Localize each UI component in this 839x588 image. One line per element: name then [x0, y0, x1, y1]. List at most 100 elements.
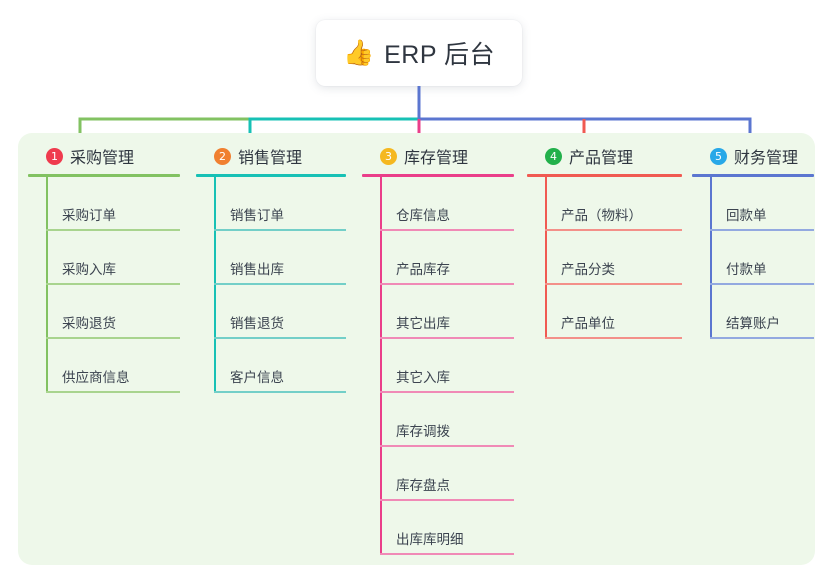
- column-badge-2: 2: [214, 147, 231, 165]
- leaf-item-label: 销售出库: [230, 262, 284, 277]
- leaf-item[interactable]: 客户信息: [214, 339, 346, 393]
- column-title-2: 销售管理: [238, 150, 303, 167]
- leaf-item-label: 结算账户: [726, 316, 780, 331]
- column-header-2[interactable]: 2 销售管理: [196, 143, 346, 169]
- leaf-item-rule: [545, 229, 682, 231]
- column-5: 5 财务管理回款单付款单结算账户: [692, 143, 814, 339]
- column-title-3: 库存管理: [404, 150, 469, 167]
- column-title-5: 财务管理: [734, 150, 799, 167]
- leaf-item-label: 采购退货: [62, 316, 116, 331]
- leaf-item-label: 仓库信息: [396, 208, 450, 223]
- leaf-spine-4: [545, 177, 547, 339]
- leaf-item[interactable]: 销售出库: [214, 231, 346, 285]
- leaf-item-rule: [380, 229, 514, 231]
- column-3: 3 库存管理仓库信息产品库存其它出库其它入库库存调拨库存盘点出库库明细: [362, 143, 514, 555]
- leaf-list-1: 采购订单采购入库采购退货供应商信息: [28, 177, 180, 393]
- leaf-item-rule: [214, 337, 346, 339]
- leaf-item-rule: [380, 337, 514, 339]
- column-header-4[interactable]: 4 产品管理: [527, 143, 682, 169]
- leaf-item[interactable]: 产品分类: [545, 231, 682, 285]
- leaf-item-rule: [380, 553, 514, 555]
- leaf-item-label: 产品单位: [561, 316, 615, 331]
- leaf-list-5: 回款单付款单结算账户: [692, 177, 814, 339]
- leaf-item-label: 采购订单: [62, 208, 116, 223]
- leaf-item-rule: [710, 229, 814, 231]
- leaf-item[interactable]: 付款单: [710, 231, 814, 285]
- leaf-item-rule: [545, 337, 682, 339]
- leaf-item[interactable]: 库存盘点: [380, 447, 514, 501]
- leaf-spine-1: [46, 177, 48, 393]
- column-rule-2: [196, 174, 346, 177]
- column-header-3[interactable]: 3 库存管理: [362, 143, 514, 169]
- leaf-spine-2: [214, 177, 216, 393]
- column-badge-4: 4: [545, 147, 562, 165]
- column-title-1: 采购管理: [70, 150, 135, 167]
- column-1: 1 采购管理采购订单采购入库采购退货供应商信息: [28, 143, 180, 393]
- column-badge-5: 5: [710, 147, 727, 165]
- leaf-item-rule: [214, 283, 346, 285]
- leaf-item-rule: [380, 445, 514, 447]
- leaf-item-label: 出库库明细: [396, 532, 464, 547]
- diagram-panel: [18, 133, 815, 565]
- column-badge-1: 1: [46, 147, 63, 165]
- leaf-item-rule: [214, 229, 346, 231]
- leaf-item[interactable]: 产品库存: [380, 231, 514, 285]
- column-4: 4 产品管理产品（物料） 产品分类产品单位: [527, 143, 682, 339]
- leaf-item-label: 销售退货: [230, 316, 284, 331]
- leaf-item[interactable]: 库存调拨: [380, 393, 514, 447]
- leaf-item-rule: [710, 337, 814, 339]
- root-node-title: ERP 后台: [384, 41, 496, 69]
- leaf-item-label: 其它入库: [396, 370, 450, 385]
- leaf-item[interactable]: 产品单位: [545, 285, 682, 339]
- leaf-item-label: 供应商信息: [62, 370, 130, 385]
- column-title-4: 产品管理: [569, 150, 634, 167]
- leaf-item-rule: [46, 283, 180, 285]
- leaf-item-rule: [214, 391, 346, 393]
- leaf-list-3: 仓库信息产品库存其它出库其它入库库存调拨库存盘点出库库明细: [362, 177, 514, 555]
- leaf-item[interactable]: 仓库信息: [380, 177, 514, 231]
- leaf-item[interactable]: 供应商信息: [46, 339, 180, 393]
- thumbs-up-icon: 👍: [342, 38, 375, 67]
- leaf-item-rule: [46, 391, 180, 393]
- leaf-item-label: 销售订单: [230, 208, 284, 223]
- leaf-item-label: 付款单: [726, 262, 767, 277]
- leaf-item-label: 产品库存: [396, 262, 450, 277]
- leaf-item-rule: [46, 337, 180, 339]
- leaf-list-4: 产品（物料） 产品分类产品单位: [527, 177, 682, 339]
- leaf-item[interactable]: 其它入库: [380, 339, 514, 393]
- leaf-item[interactable]: 采购订单: [46, 177, 180, 231]
- column-rule-1: [28, 174, 180, 177]
- column-header-1[interactable]: 1 采购管理: [28, 143, 180, 169]
- column-rule-4: [527, 174, 682, 177]
- leaf-item[interactable]: 采购退货: [46, 285, 180, 339]
- leaf-item[interactable]: 回款单: [710, 177, 814, 231]
- column-header-5[interactable]: 5 财务管理: [692, 143, 814, 169]
- root-node-card[interactable]: 👍 ERP 后台: [316, 20, 522, 86]
- leaf-spine-5: [710, 177, 712, 339]
- leaf-item-label: 回款单: [726, 208, 767, 223]
- leaf-item-rule: [380, 391, 514, 393]
- leaf-item-label: 客户信息: [230, 370, 284, 385]
- leaf-spine-3: [380, 177, 382, 555]
- leaf-item[interactable]: 销售退货: [214, 285, 346, 339]
- leaf-item-label: 采购入库: [62, 262, 116, 277]
- leaf-item-label: 库存盘点: [396, 478, 450, 493]
- leaf-item-label: 产品分类: [561, 262, 615, 277]
- column-badge-3: 3: [380, 147, 397, 165]
- column-2: 2 销售管理销售订单销售出库销售退货客户信息: [196, 143, 346, 393]
- leaf-item[interactable]: 其它出库: [380, 285, 514, 339]
- leaf-item[interactable]: 产品（物料）: [545, 177, 682, 231]
- leaf-item-rule: [380, 499, 514, 501]
- leaf-item[interactable]: 销售订单: [214, 177, 346, 231]
- column-rule-5: [692, 174, 814, 177]
- column-rule-3: [362, 174, 514, 177]
- leaf-item-rule: [46, 229, 180, 231]
- leaf-item-label: 其它出库: [396, 316, 450, 331]
- leaf-item[interactable]: 结算账户: [710, 285, 814, 339]
- leaf-item-label: 产品（物料）: [561, 208, 642, 223]
- leaf-item-label: 库存调拨: [396, 424, 450, 439]
- leaf-item-rule: [380, 283, 514, 285]
- leaf-item[interactable]: 出库库明细: [380, 501, 514, 555]
- leaf-item-rule: [545, 283, 682, 285]
- leaf-item[interactable]: 采购入库: [46, 231, 180, 285]
